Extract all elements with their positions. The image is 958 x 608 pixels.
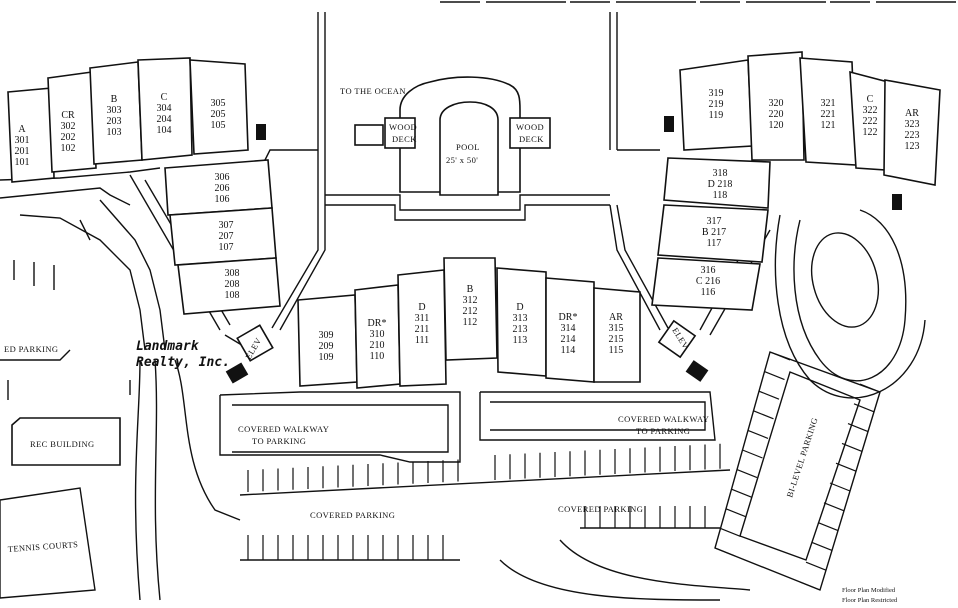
- building-center: [297, 257, 641, 389]
- label-wood-deck-left-2: DECK: [392, 134, 417, 144]
- label-landmark: Landmark: [136, 339, 200, 354]
- rec-building: [11, 417, 121, 466]
- label-covered-parking-2: COVERED PARKING: [558, 504, 643, 514]
- building-left-stack: [164, 159, 281, 315]
- label-wood-deck-right-2: DECK: [519, 134, 544, 144]
- pool-area: [354, 76, 551, 196]
- legend-restricted: Floor Plan Restricted: [842, 597, 898, 604]
- label-bi-level-parking: BI-LEVEL PARKING: [784, 416, 819, 498]
- building-right-arc: [664, 51, 941, 210]
- label-covered-walkway-right: COVERED WALKWAY: [618, 414, 709, 424]
- label-wood-deck-right: WOOD: [516, 122, 544, 132]
- label-covered-walkway-right-2: TO PARKING: [636, 426, 690, 436]
- label-covered-walkway-left-2: TO PARKING: [252, 436, 306, 446]
- elevator-right: [657, 319, 709, 382]
- label-tennis-courts: TENNIS COURTS: [7, 539, 78, 554]
- tennis-courts: [0, 487, 96, 599]
- building-right-stack: [651, 157, 771, 311]
- wood-deck-left: [384, 117, 416, 149]
- label-parking-left: ED PARKING: [4, 344, 58, 354]
- parking-stalls-bottom: [247, 506, 706, 560]
- label-wood-deck-left: WOOD: [389, 122, 417, 132]
- label-pool: POOL: [456, 142, 480, 152]
- label-ocean: TO THE OCEAN: [340, 86, 406, 96]
- covered-parking-top: [239, 469, 731, 496]
- covered-parking-bottom: [240, 527, 720, 561]
- label-covered-walkway-left: COVERED WALKWAY: [238, 424, 329, 434]
- bi-level-stalls: [714, 351, 881, 591]
- label-landmark-realty: Realty, Inc.: [136, 355, 230, 370]
- label-rec-building: REC BUILDING: [30, 439, 95, 449]
- legend-modified: Floor Plan Modified: [842, 587, 896, 594]
- label-covered-parking-1: COVERED PARKING: [310, 510, 395, 520]
- elevator-left: [225, 324, 274, 384]
- lower-roads: [0, 349, 751, 601]
- left-dashes: [7, 260, 131, 400]
- parking-stalls-top: [247, 443, 721, 492]
- covered-walkways: [219, 391, 716, 463]
- label-pool-size: 25' x 50': [446, 155, 478, 165]
- building-left-arc: [7, 57, 266, 183]
- wood-deck-right: [509, 117, 551, 149]
